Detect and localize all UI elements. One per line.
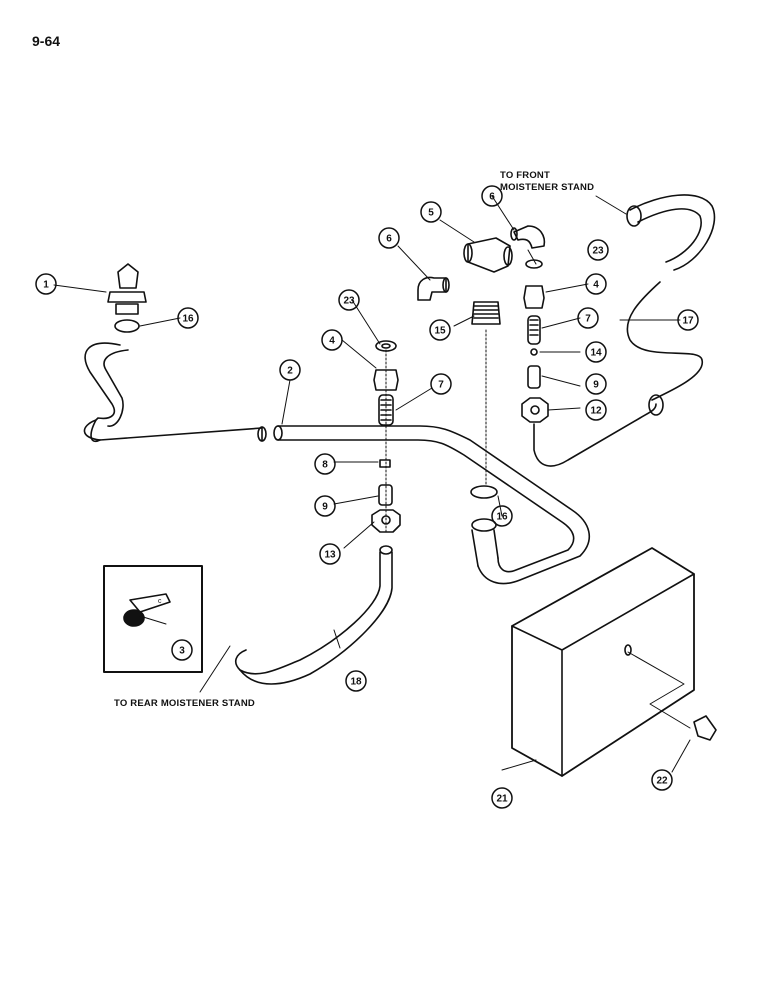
callout-7: 7: [585, 314, 591, 325]
callout-2: 2: [287, 366, 293, 377]
callout-9: 9: [593, 380, 599, 391]
callout-15: 15: [434, 326, 446, 337]
callout-23: 23: [343, 296, 355, 307]
callout-21: 21: [496, 794, 508, 805]
callout-8: 8: [322, 460, 328, 471]
callout-6: 6: [489, 192, 495, 203]
note-front-stand: TO FRONT MOISTENER STAND: [500, 170, 594, 194]
callout-7: 7: [438, 380, 444, 391]
callout-12: 12: [590, 406, 602, 417]
callout-5: 5: [428, 208, 434, 219]
hose-left: [83, 342, 267, 442]
callout-13: 13: [324, 550, 336, 561]
center-assembly: [371, 340, 401, 533]
svg-text:c: c: [158, 598, 162, 605]
note-front-line2: MOISTENER STAND: [500, 182, 595, 193]
callout-3: 3: [179, 646, 185, 657]
tank-21: [511, 547, 695, 777]
callout-14: 14: [590, 348, 602, 359]
elbow-6-center: [417, 276, 450, 301]
hose-18: [234, 545, 393, 685]
note-front-line1: TO FRONT: [500, 170, 550, 181]
callout-6: 6: [386, 234, 392, 245]
elbow-6-right: [510, 225, 546, 249]
hose-17: [626, 194, 716, 401]
callout-23: 23: [592, 246, 604, 257]
wing-nut-22: [693, 715, 717, 741]
callout-1: 1: [43, 280, 49, 291]
callout-4: 4: [329, 336, 335, 347]
fitting-1: [107, 263, 147, 333]
leader-lines: [53, 195, 691, 773]
fitting-15: [470, 301, 501, 499]
inset-box: c: [103, 565, 203, 673]
page-number: 9-64: [32, 33, 61, 49]
callout-4: 4: [593, 280, 599, 291]
right-assembly: [521, 259, 664, 467]
tee-5: [463, 237, 513, 273]
callout-9: 9: [322, 502, 328, 513]
callout-18: 18: [350, 677, 362, 688]
callout-circles: [35, 185, 699, 809]
tube-main: [273, 425, 591, 585]
callout-16: 16: [496, 512, 508, 523]
callout-22: 22: [656, 776, 668, 787]
note-rear-stand: TO REAR MOISTENER STAND: [114, 698, 255, 709]
callout-17: 17: [682, 316, 694, 327]
callout-16: 16: [182, 314, 194, 325]
